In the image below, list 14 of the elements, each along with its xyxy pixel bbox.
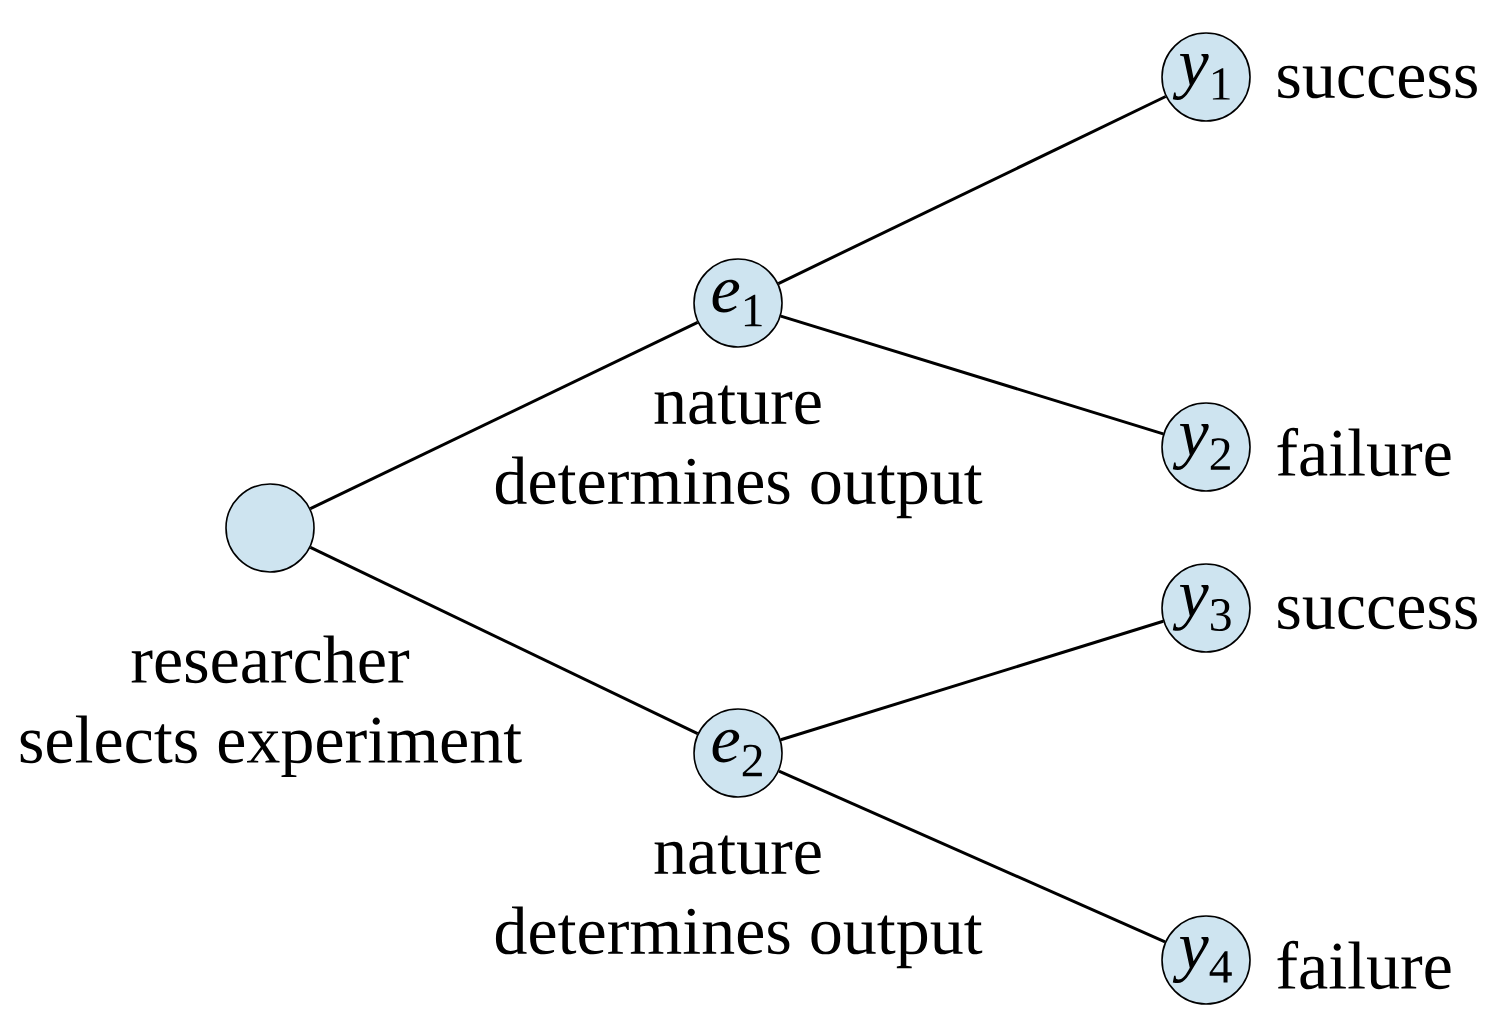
caption-text: researcher selects experiment (20, 635, 522, 778)
branch-line (780, 619, 1164, 742)
branch-line (309, 321, 699, 510)
outcome-label: success (1278, 596, 1477, 630)
caption-text: nature determines output (495, 835, 983, 969)
outcome-label: failure (1277, 427, 1451, 477)
outcome-label: success (1278, 65, 1477, 99)
branch-line (777, 95, 1167, 285)
branch-line (309, 546, 699, 735)
start-circle (225, 483, 315, 573)
branch-line (780, 314, 1164, 436)
branch-line (778, 769, 1166, 944)
caption-text: nature determines output (495, 385, 983, 519)
outcome-label: failure (1277, 940, 1451, 990)
